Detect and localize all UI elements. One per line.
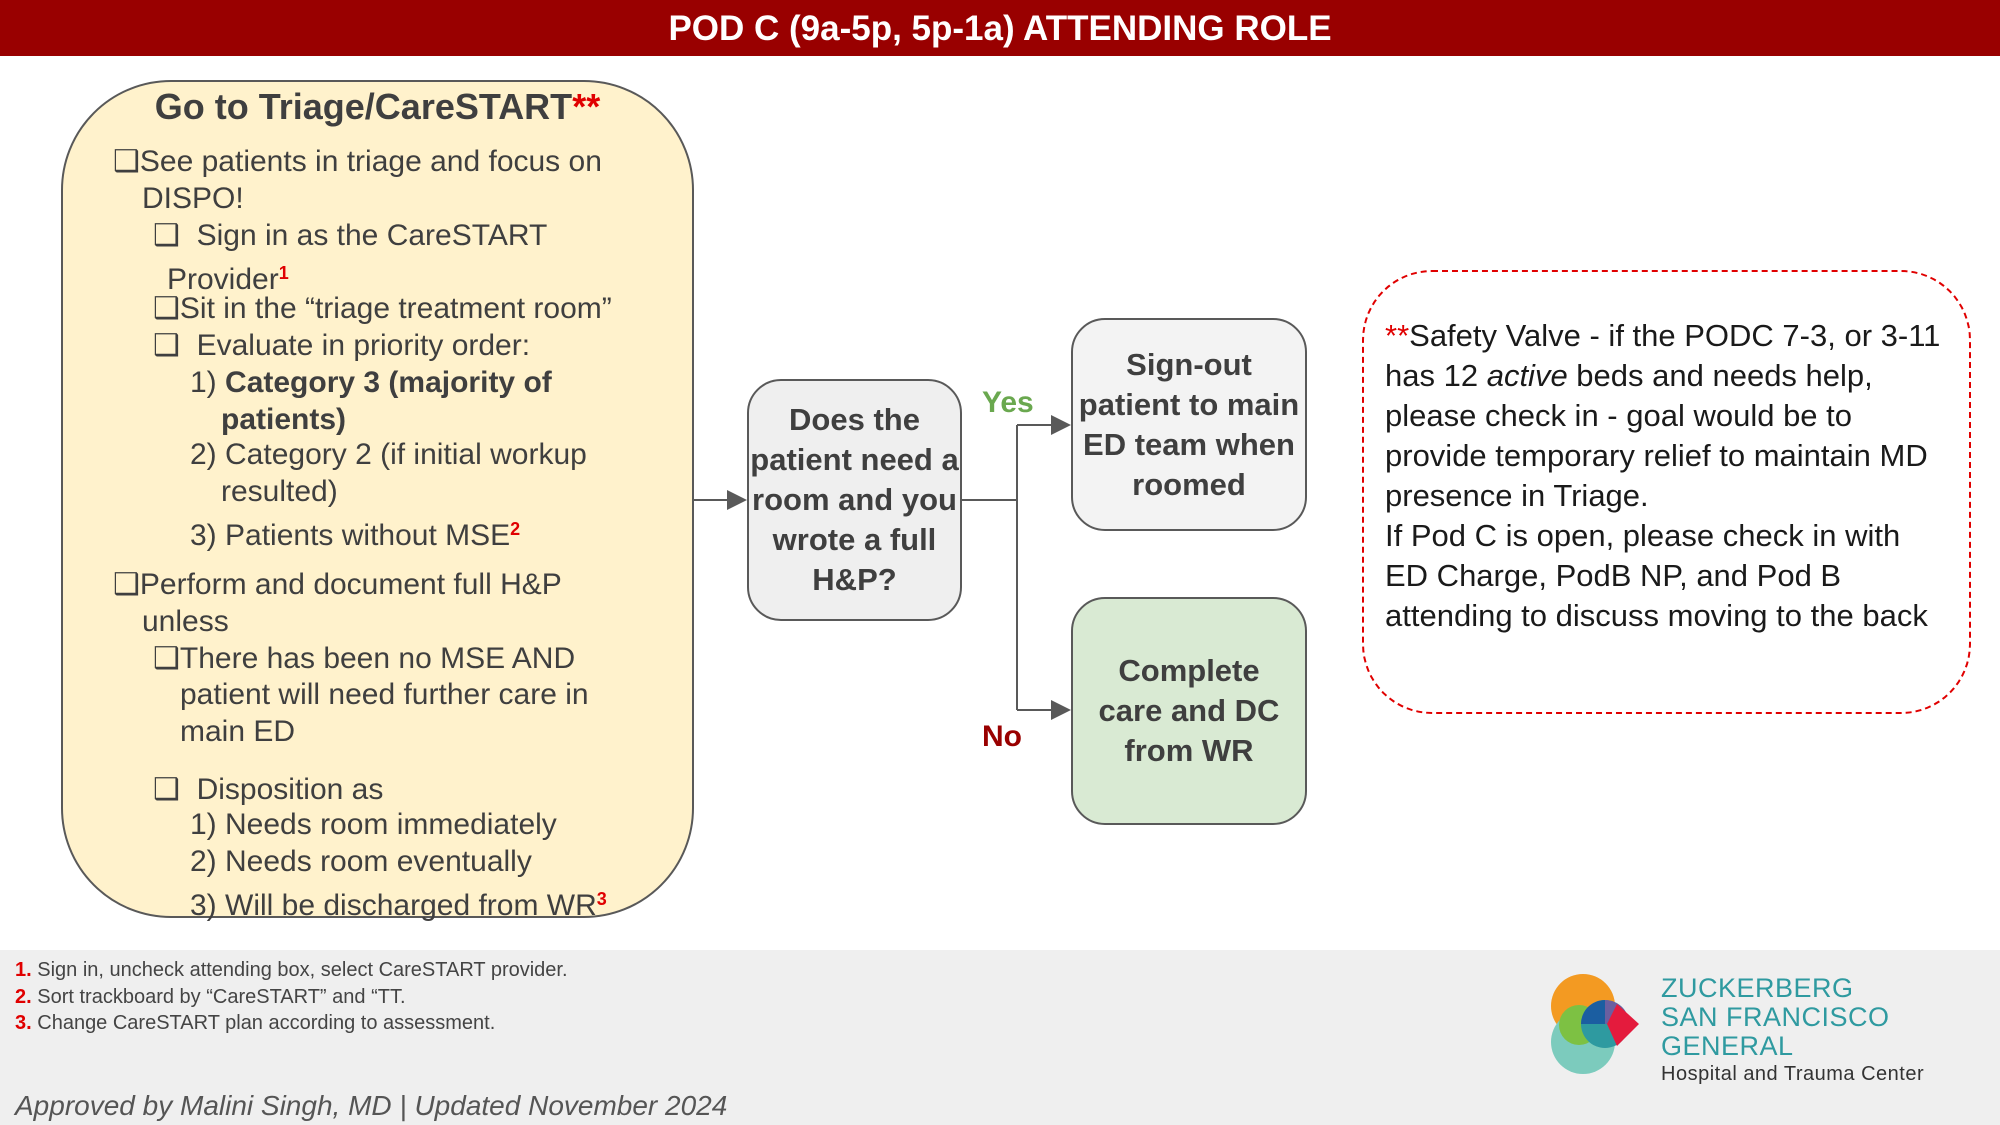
item-text: Sign in as the CareSTART	[196, 219, 548, 252]
safety-text: Safety Valve - if the PODC 7-3, or 3-11 …	[1385, 318, 1941, 393]
decision-text: Does the patient need a room and you wro…	[750, 402, 959, 597]
priority-2: 2) Category 2 (if initial workup	[190, 438, 587, 471]
item-text: Provider1	[167, 255, 289, 298]
item-text: There has been no MSE AND	[179, 642, 576, 675]
checklist-item-no-mse: ❑There has been no MSE AND	[153, 641, 575, 677]
safety-italic: active	[1486, 358, 1568, 393]
checkbox-icon: ❑	[153, 773, 180, 806]
triage-task-box: Go to Triage/CareSTART**	[61, 80, 694, 918]
footnote-2: 2. Sort trackboard by “CareSTART” and “T…	[15, 986, 406, 1009]
checklist-item-evaluate: ❑ Evaluate in priority order:	[153, 328, 530, 364]
disposition-3: 3) Will be discharged from WR3	[190, 881, 607, 924]
checklist-item-sign-in: ❑ Sign in as the CareSTART	[153, 218, 547, 254]
sign-out-node: Sign-out patient to main ED team when ro…	[1071, 318, 1307, 531]
safety-valve-note: **Safety Valve - if the PODC 7-3, or 3-1…	[1362, 270, 1971, 714]
checklist-item-disposition: ❑ Disposition as	[153, 772, 383, 808]
checkbox-icon: ❑	[153, 292, 180, 325]
checkbox-icon: ❑	[153, 642, 180, 675]
sign-out-text: Sign-out patient to main ED team when ro…	[1078, 346, 1300, 502]
footnote-num: 1.	[15, 959, 32, 981]
checkbox-icon: ❑	[153, 219, 180, 252]
logo-text-1: ZUCKERBERG	[1661, 973, 1854, 1003]
footnote-num: 3.	[15, 1012, 32, 1034]
footnote-num: 2.	[15, 986, 32, 1008]
item-text: Evaluate in priority order:	[196, 329, 531, 362]
checklist-item-see-patients: ❑See patients in triage and focus on	[113, 144, 602, 180]
item-text: See patients in triage and focus on	[139, 145, 602, 178]
item-text: Category 3 (majority of	[225, 366, 552, 399]
checkbox-icon: ❑	[153, 329, 180, 362]
footnote-text: Change CareSTART plan according to asses…	[37, 1012, 496, 1034]
footnote-3: 3. Change CareSTART plan according to as…	[15, 1012, 495, 1035]
decision-node: Does the patient need a room and you wro…	[747, 379, 962, 621]
footnote-ref: 1	[278, 263, 289, 283]
checklist-item-hp: ❑Perform and document full H&P	[113, 567, 562, 603]
item-text: 3) Patients without MSE	[190, 519, 511, 552]
checkbox-icon: ❑	[113, 568, 140, 601]
priority-3: 3) Patients without MSE2	[190, 511, 520, 554]
title-text: Go to Triage/CareSTART	[154, 86, 573, 127]
hospital-logo: ZUCKERBERG SAN FRANCISCO GENERAL Hospita…	[1545, 970, 1995, 1085]
triage-box-title: Go to Triage/CareSTART**	[63, 86, 692, 128]
footnote-text: Sort trackboard by “CareSTART” and “TT.	[37, 986, 406, 1008]
checkbox-icon: ❑	[113, 145, 140, 178]
page-title: POD C (9a-5p, 5p-1a) ATTENDING ROLE	[0, 0, 2000, 56]
yes-label: Yes	[982, 386, 1034, 419]
item-text: Sit in the “triage treatment room”	[179, 292, 612, 325]
footnote-ref: 3	[596, 889, 607, 909]
item-text: Perform and document full H&P	[139, 568, 562, 601]
footnote-text: Sign in, uncheck attending box, select C…	[37, 959, 568, 981]
approval-note: Approved by Malini Singh, MD | Updated N…	[15, 1090, 728, 1121]
disposition-1: 1) Needs room immediately	[190, 808, 557, 841]
item-text: patients)	[221, 403, 347, 436]
disposition-2: 2) Needs room eventually	[190, 845, 532, 878]
safety-asterisks: **	[1385, 318, 1410, 353]
item-number: 1)	[190, 366, 217, 399]
logo-heart-icon	[1551, 974, 1639, 1074]
logo-text-2: SAN FRANCISCO GENERAL	[1661, 1002, 1890, 1061]
title-asterisks: **	[572, 86, 601, 127]
priority-1: 1) Category 3 (majority of	[190, 365, 552, 401]
footer: 1. Sign in, uncheck attending box, selec…	[0, 950, 2000, 1125]
complete-care-node: Complete care and DC from WR	[1071, 597, 1307, 825]
item-text: resulted)	[221, 475, 338, 508]
item-text: unless	[142, 605, 229, 638]
footnote-ref: 2	[510, 519, 521, 539]
item-text: DISPO!	[142, 182, 244, 215]
footnote-1: 1. Sign in, uncheck attending box, selec…	[15, 959, 568, 982]
logo-text-3: Hospital and Trauma Center	[1661, 1063, 1925, 1085]
item-text: patient will need further care in	[180, 678, 589, 711]
no-label: No	[982, 720, 1022, 753]
safety-text-pod-c: If Pod C is open, please check in with E…	[1385, 518, 1928, 633]
safety-text: beds and needs help, please check in - g…	[1385, 358, 1928, 513]
item-text: Provider	[167, 263, 279, 296]
complete-care-text: Complete care and DC from WR	[1098, 653, 1280, 768]
item-text: 3) Will be discharged from WR	[190, 889, 597, 922]
checklist-item-sit: ❑Sit in the “triage treatment room”	[153, 291, 612, 327]
item-text: main ED	[180, 715, 296, 748]
item-text: Disposition as	[196, 773, 384, 806]
